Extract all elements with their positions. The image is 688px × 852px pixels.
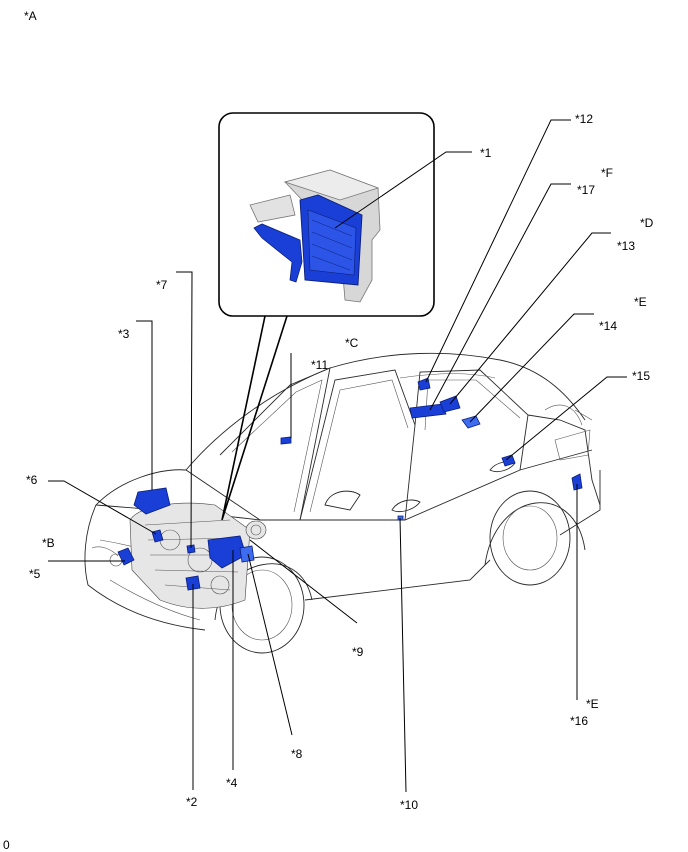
callout-2: *2	[186, 795, 198, 809]
component-12	[417, 377, 431, 391]
callout-14: *14	[599, 319, 617, 333]
vehicle-outline	[84, 352, 601, 654]
callout-7: *7	[156, 278, 168, 292]
callout-9: *9	[352, 645, 364, 659]
callout-c: *C	[345, 336, 359, 350]
callout-12: *12	[575, 112, 593, 126]
callout-6: *6	[26, 473, 38, 487]
callout-e-bottom: *E	[586, 697, 599, 711]
component-11	[280, 436, 292, 445]
component-16	[571, 473, 583, 491]
component-14	[461, 415, 481, 429]
component-markers	[117, 377, 583, 591]
callout-b: *B	[42, 536, 55, 550]
callout-f: *F	[601, 166, 613, 180]
callout-1: *1	[480, 146, 492, 160]
figure-label: *A	[24, 9, 37, 23]
callout-10: *10	[400, 798, 418, 812]
callout-labels: *A 0 *1 *12 *F *17 *D *13 *E *14 *15 *C …	[3, 9, 654, 852]
callout-11: *11	[311, 358, 328, 372]
callout-5: *5	[29, 567, 41, 581]
component-3	[133, 487, 171, 515]
component-7	[186, 544, 196, 554]
component-17	[409, 403, 447, 419]
component-15	[501, 454, 516, 467]
callout-16: *16	[570, 714, 588, 728]
detail-inset	[218, 112, 435, 521]
callout-e-top: *E	[634, 295, 647, 309]
callout-d: *D	[640, 216, 654, 230]
component-4	[207, 535, 247, 569]
callout-8: *8	[291, 747, 303, 761]
leader-lines	[48, 119, 627, 793]
callout-13: *13	[617, 239, 635, 253]
callout-17: *17	[577, 183, 595, 197]
footer-code: 0	[3, 838, 10, 852]
callout-4: *4	[226, 776, 238, 790]
component-8	[239, 545, 255, 563]
callout-15: *15	[632, 369, 650, 383]
callout-3: *3	[118, 327, 130, 341]
component-2	[185, 575, 201, 591]
